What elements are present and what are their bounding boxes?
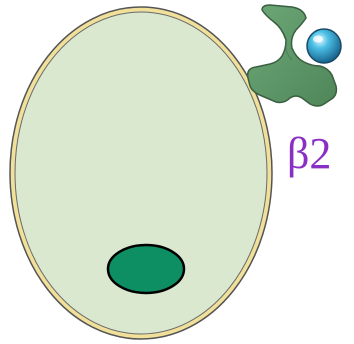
receptor-label: β2 xyxy=(287,132,331,176)
nucleus xyxy=(108,245,184,293)
cell xyxy=(10,7,272,339)
sphere-ligand-icon xyxy=(307,29,341,63)
